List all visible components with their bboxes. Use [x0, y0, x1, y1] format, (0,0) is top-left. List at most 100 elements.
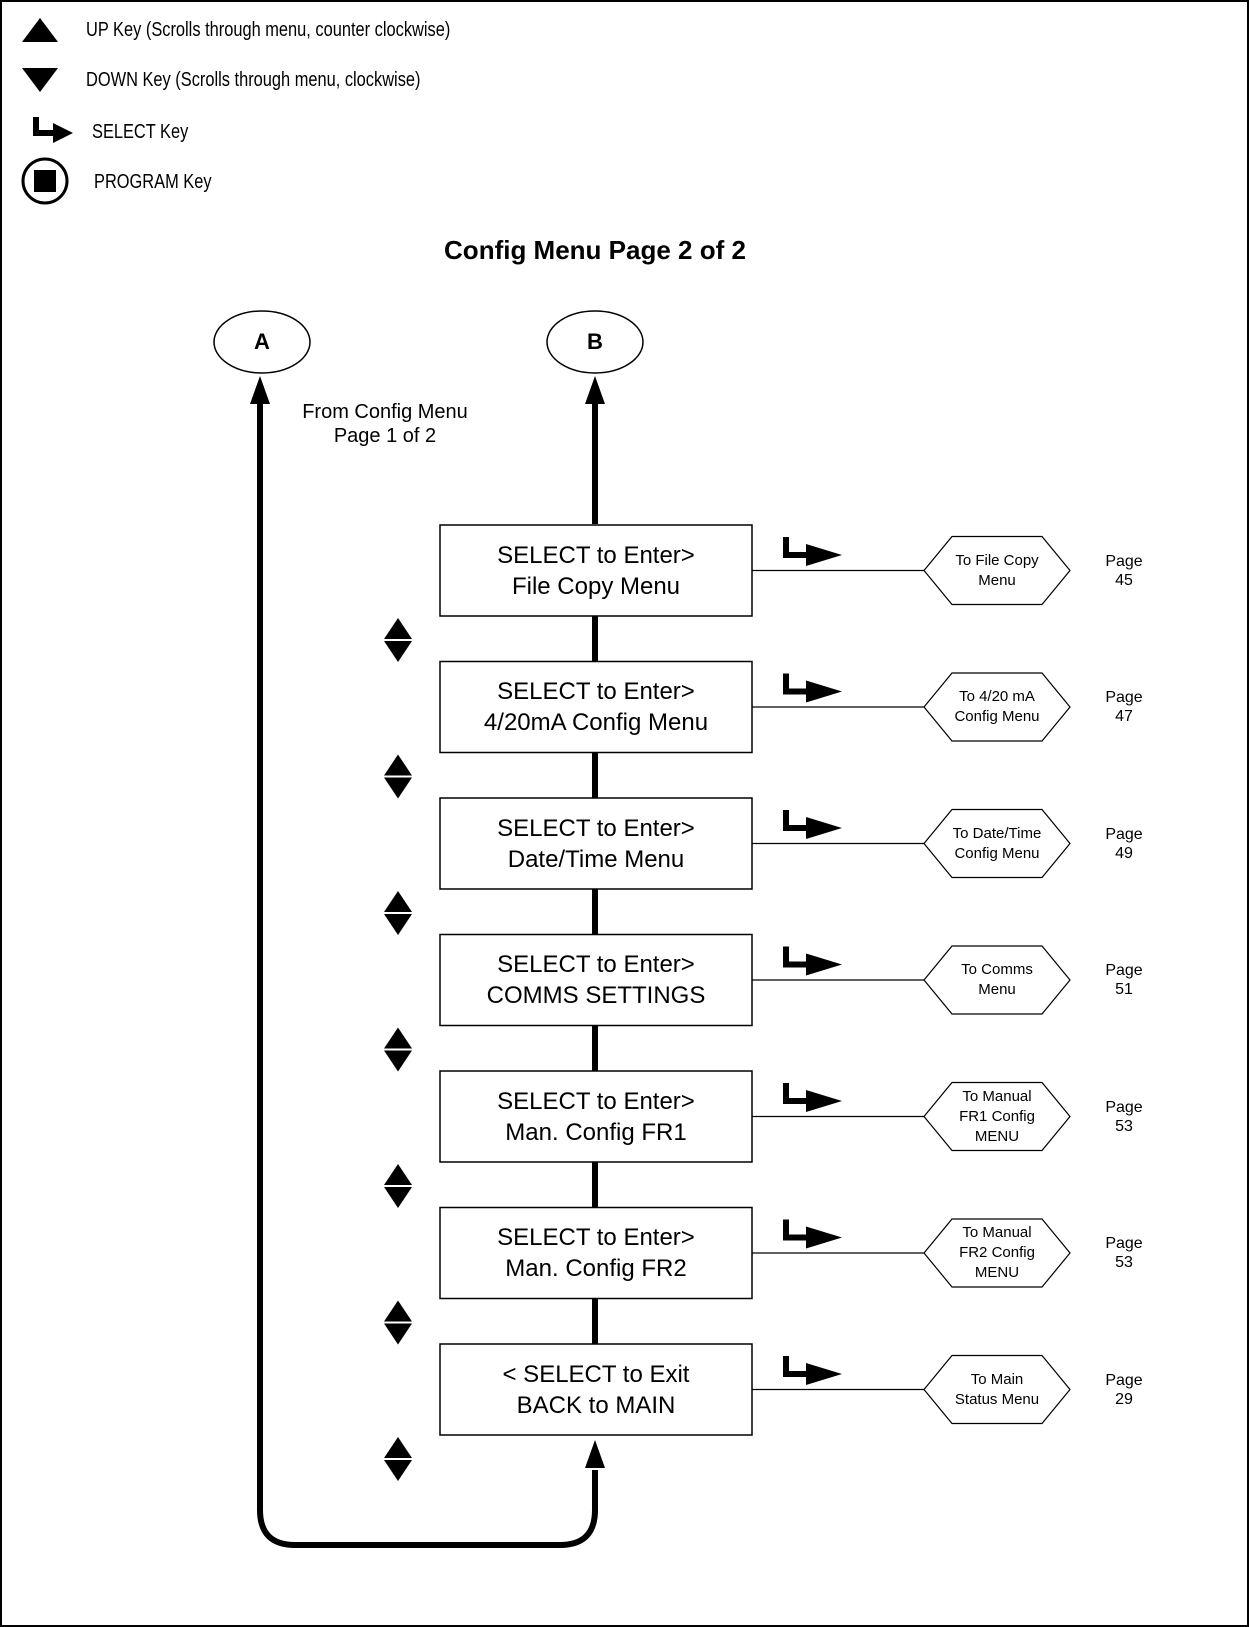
menu-box-line1: SELECT to Enter>: [497, 1087, 695, 1115]
menu-box-text-1: SELECT to Enter>File Copy Menu: [440, 525, 752, 616]
scroll-up-icon-7: [384, 1437, 412, 1458]
legend-down-key-text: DOWN Key (Scrolls through menu, clockwis…: [86, 69, 421, 91]
menu-box-line2: Date/Time Menu: [507, 845, 685, 873]
scroll-down-icon-1: [384, 641, 412, 662]
connector-a-oval: [213, 310, 311, 374]
select-arrow-icon: [783, 673, 810, 695]
legend-program-key-text: PROGRAM Key: [94, 171, 212, 193]
target-hexagon-3: [923, 808, 1071, 879]
up-triangle-icon: [22, 18, 58, 42]
select-arrowhead-icon: [806, 680, 842, 703]
scroll-down-icon-6: [384, 1323, 412, 1345]
target-label-line: Menu: [978, 571, 1016, 589]
menu-box-line1: < SELECT to Exit: [502, 1360, 690, 1388]
page-reference-line: 51: [1115, 981, 1133, 998]
target-label-line: To Date/Time: [952, 824, 1042, 842]
scroll-down-icon-2: [384, 777, 412, 799]
connector-b-label: B: [587, 329, 603, 354]
page-reference-6: Page 53: [1096, 1234, 1152, 1272]
scroll-up-icon-2: [384, 754, 412, 776]
menu-box-4: [439, 933, 753, 1027]
legend-select-key-text: SELECT Key: [92, 121, 189, 143]
target-hexagon-4: [923, 945, 1071, 1015]
menu-box-line2: COMMS SETTINGS: [486, 982, 706, 1009]
page-reference-line: Page: [1105, 962, 1143, 979]
target-hexagon-2: [923, 672, 1071, 742]
scroll-down-icon-7: [384, 1460, 412, 1481]
menu-box-line2: File Copy Menu: [511, 572, 681, 600]
menu-box-line2: BACK to MAIN: [516, 1391, 676, 1419]
from-note-line2: Page 1 of 2: [333, 425, 437, 447]
target-label-line: Config Menu: [954, 708, 1040, 725]
target-label-line: Status Menu: [954, 1390, 1040, 1408]
menu-box-line2: 4/20mA Config Menu: [483, 709, 709, 736]
scroll-up-icon-1: [384, 618, 412, 639]
scroll-up-icon-6: [384, 1300, 412, 1322]
page-reference-line: Page: [1105, 1098, 1143, 1116]
legend-up-key-text: UP Key (Scrolls through menu, counter cl…: [86, 19, 451, 41]
page-reference-line: 45: [1115, 571, 1133, 589]
page-reference-line: 49: [1115, 844, 1133, 862]
from-config-note: From Config Menu Page 1 of 2: [280, 400, 490, 448]
page-reference-line: Page: [1105, 1235, 1143, 1252]
select-arrowhead-icon: [806, 1363, 842, 1385]
select-arrow-icon: [783, 946, 810, 968]
target-label-2: To 4/20 mA Config Menu: [924, 673, 1070, 741]
connector-b-oval: [546, 310, 644, 374]
target-hexagon-6: [923, 1218, 1071, 1288]
target-label-line: To Comms: [961, 961, 1033, 978]
select-arrowhead-icon: [806, 1090, 842, 1112]
scroll-up-icon-4: [384, 1027, 412, 1049]
select-arrow-icon: [783, 810, 810, 831]
target-label-line: To Main: [970, 1370, 1024, 1388]
target-label-line: Config Menu: [954, 844, 1040, 862]
menu-box-text-2: SELECT to Enter> 4/20mA Config Menu: [440, 662, 752, 753]
target-label-line: To 4/20 mA: [959, 688, 1035, 705]
from-note-line1: From Config Menu: [302, 401, 468, 423]
menu-box-text-6: SELECT to Enter>Man. Config FR2: [440, 1208, 752, 1299]
menu-box-line1: SELECT to Enter>: [497, 814, 695, 842]
select-arrow-icon: [783, 1083, 810, 1104]
page-reference-line: Page: [1105, 1371, 1143, 1389]
scroll-down-icon-5: [384, 1187, 412, 1208]
menu-box-line2: Man. Config FR1: [505, 1118, 687, 1146]
arrow-up-to-b: [585, 376, 605, 404]
select-arrow-icon: [33, 117, 73, 143]
arrow-up-to-last-box: [585, 1440, 605, 1468]
menu-box-line1: SELECT to Enter>: [497, 951, 695, 978]
menu-box-line2: Man. Config FR2: [505, 1255, 687, 1282]
page-reference-line: 53: [1115, 1117, 1133, 1135]
target-label-line: FR1 Config: [959, 1107, 1035, 1125]
scroll-down-icon-3: [384, 914, 412, 935]
connector-a-label: A: [254, 329, 270, 354]
page-reference-line: 53: [1115, 1254, 1133, 1271]
menu-box-text-3: SELECT to Enter> Date/Time Menu: [440, 798, 752, 889]
page-reference-4: Page 51: [1096, 961, 1152, 999]
scroll-up-icon-3: [384, 891, 412, 912]
select-arrowhead-icon: [806, 544, 842, 566]
target-label-line: MENU: [974, 1127, 1020, 1145]
menu-box-line1: SELECT to Enter>: [497, 678, 695, 705]
scroll-up-icon-5: [384, 1164, 412, 1185]
select-arrow-icon: [783, 537, 810, 558]
menu-box-text-5: SELECT to Enter> Man. Config FR1: [440, 1071, 752, 1162]
scroll-down-icon-4: [384, 1050, 412, 1072]
target-hexagon-5: [923, 1081, 1071, 1152]
target-hexagon-1: [923, 535, 1071, 606]
menu-box-5: [439, 1070, 753, 1163]
target-hexagon-7: [923, 1354, 1071, 1425]
target-label-line: MENU: [974, 1264, 1020, 1281]
target-label-line: Menu: [978, 981, 1016, 998]
